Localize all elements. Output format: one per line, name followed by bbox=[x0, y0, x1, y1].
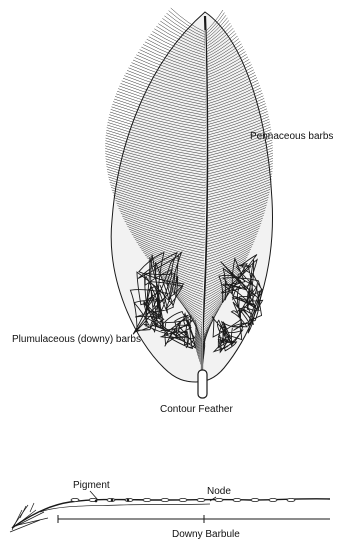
barbule-strand bbox=[12, 499, 330, 528]
barbule-node bbox=[251, 498, 259, 501]
feather-calamus bbox=[198, 370, 207, 398]
node-label: Node bbox=[207, 486, 231, 498]
barbule-node bbox=[287, 498, 295, 501]
contour-feather-label: Contour Feather bbox=[160, 404, 233, 416]
barbule-strand-lower bbox=[40, 504, 210, 512]
pigment-label: Pigment bbox=[73, 480, 110, 492]
barbule-node bbox=[215, 498, 223, 501]
plumulaceous-barbs-label: Plumulaceous (downy) barbs bbox=[12, 334, 141, 346]
barbule-node bbox=[143, 498, 151, 501]
pigment-granule bbox=[95, 500, 98, 503]
downy-barbule-label: Downy Barbule bbox=[172, 529, 240, 541]
barbule-node bbox=[161, 498, 169, 501]
barbule-node bbox=[71, 498, 79, 501]
pennaceous-barbs-label: Pennaceous barbs bbox=[250, 131, 333, 143]
barbule-node bbox=[269, 498, 277, 501]
pigment-granule bbox=[127, 499, 130, 502]
barbule-tuft-line bbox=[30, 503, 34, 512]
barbule-node bbox=[197, 498, 205, 501]
barbule-node bbox=[233, 498, 241, 501]
downy-barbule-drawing bbox=[10, 491, 330, 532]
barbule-node bbox=[179, 498, 187, 501]
pigment-granule bbox=[111, 499, 114, 502]
